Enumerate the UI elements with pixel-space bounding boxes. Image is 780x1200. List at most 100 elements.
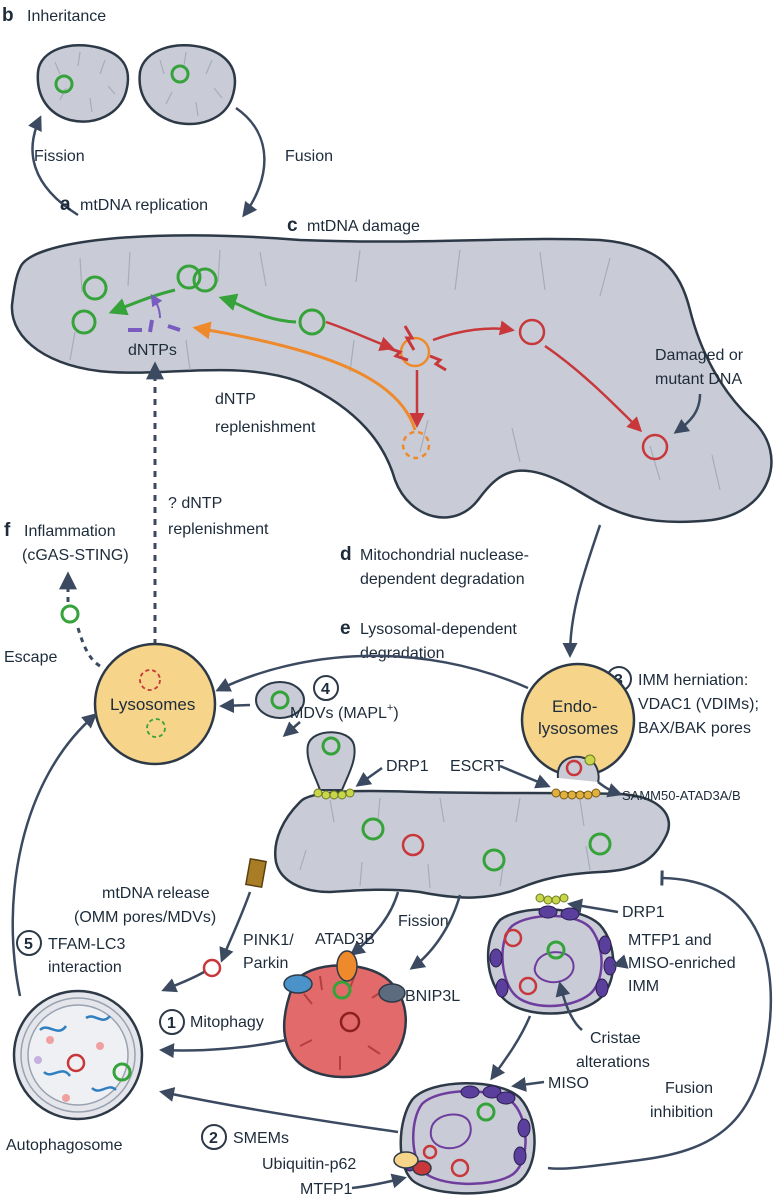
imm-herniation-label-2: VDAC1 (VDIMs); xyxy=(638,696,759,713)
autophagosome-label: Autophagosome xyxy=(6,1137,123,1154)
ubiquitin-marker xyxy=(412,1160,432,1176)
released-to-autophagosome-arrow xyxy=(161,970,205,993)
replication-arrow xyxy=(218,293,297,324)
cristae-pointer xyxy=(555,981,583,1031)
damaged-mtdna-circle xyxy=(518,318,546,346)
mitophagy-arrow xyxy=(159,1038,287,1059)
mtdna-circle-source xyxy=(298,308,326,336)
drp1-pointer-top xyxy=(355,766,383,787)
mutant-propagation-arrow xyxy=(544,344,643,433)
damage-arrow-in xyxy=(325,320,395,351)
autophagosome xyxy=(12,989,144,1121)
escrt-complex xyxy=(551,788,601,800)
pink1-parkin-protein xyxy=(283,974,313,994)
main-mitochondrion-top xyxy=(10,234,773,524)
samm50-pointer xyxy=(597,781,623,798)
mtdna-circle xyxy=(82,275,108,301)
mtdna-circle-replicating xyxy=(192,267,218,293)
to-smems-arrow xyxy=(490,1015,532,1081)
mtfp1-label-2: MISO-enriched xyxy=(628,955,736,972)
p62-marker xyxy=(393,1151,419,1169)
autophagosome-to-lysosome-arrow xyxy=(11,713,98,997)
panel-f-letter: f xyxy=(4,520,11,541)
atad3b-protein xyxy=(336,950,358,982)
cristae-label-1: Cristae xyxy=(590,1030,641,1047)
dntp-replenishment-label-2: replenishment xyxy=(215,419,316,436)
escaped-mtdna-circle xyxy=(60,604,80,624)
to-endolysosome-arrow xyxy=(562,524,602,658)
escrt-pointer xyxy=(499,764,551,789)
mdv-vesicle xyxy=(255,681,305,719)
damaged-dna-pointer xyxy=(673,393,702,434)
replication-arrow xyxy=(108,288,176,316)
smems-arrow xyxy=(159,1087,399,1134)
mtfp1-label-bottom: MTFP1 xyxy=(300,1181,353,1198)
mtdna-circle xyxy=(71,309,97,335)
main-mitochondrion-middle xyxy=(273,789,671,899)
samm50-label: SAMM50-ATAD3A/B xyxy=(622,788,741,803)
drp1-label-top: DRP1 xyxy=(386,758,429,775)
mutant-mtdna-circle xyxy=(641,433,669,461)
step-4-number: 4 xyxy=(321,681,330,698)
endolysosomes-label-1: Endo- xyxy=(552,697,597,716)
step-2-badge xyxy=(201,1124,227,1150)
ubiquitin-label: Ubiquitin-p62 xyxy=(262,1156,356,1173)
bnip3l-protein xyxy=(378,983,406,1003)
damaged-dna-label-1: Damaged or xyxy=(655,347,744,364)
fission-arrow-top xyxy=(28,115,79,217)
nuclease-label-1: Mitochondrial nuclease- xyxy=(360,547,529,564)
mtdna-release-label-2: (OMM pores/MDVs) xyxy=(74,909,216,926)
mtfp1-label-3: IMM xyxy=(628,978,659,995)
budding-mdv xyxy=(306,731,356,791)
inflammation-label-1: Inflammation xyxy=(24,523,116,540)
omm-pore xyxy=(244,857,268,889)
pink1-label-1: PINK1/ xyxy=(243,932,294,949)
miso-pointer xyxy=(511,1076,545,1092)
dntp-use-arrow xyxy=(150,294,163,319)
step-2-number: 2 xyxy=(209,1130,218,1147)
nuclease-label-2: dependent degradation xyxy=(360,571,525,588)
drp1-ring-top xyxy=(313,788,355,800)
dntp-replenishment-label-1: dNTP xyxy=(215,391,256,408)
lysosomes-label: Lysosomes xyxy=(110,695,195,714)
imm-herniation-label-1: IMM herniation: xyxy=(638,672,748,689)
panel-c-letter: c xyxy=(287,215,298,236)
endolysosome xyxy=(520,662,636,783)
mtdna-replication-label: mtDNA replication xyxy=(80,197,208,214)
fission-label-top: Fission xyxy=(34,148,85,165)
miso-label: MISO xyxy=(548,1075,589,1092)
mitophagy-mitochondrion xyxy=(283,964,407,1079)
mdv-to-lysosome-arrow xyxy=(219,698,251,714)
panel-e-letter: e xyxy=(340,618,351,639)
daughter-mitochondrion-right xyxy=(138,44,237,126)
tfam-label-1: TFAM-LC3 xyxy=(48,936,125,953)
fusion-inhibition-label-1: Fusion xyxy=(665,1080,713,1097)
panel-d-letter: d xyxy=(340,544,352,565)
fission-label-mid: Fission xyxy=(398,913,449,930)
miso-mitochondrion xyxy=(486,908,615,1015)
drp1-ring-right xyxy=(535,893,569,905)
daughter-mitochondrion-left xyxy=(36,44,130,123)
step-5-number: 5 xyxy=(24,936,33,953)
mtdna-circle-replicating xyxy=(176,264,202,290)
damaged-dna-label-2: mutant DNA xyxy=(655,371,742,388)
fusion-inhibition-line xyxy=(547,870,773,1170)
dntp-replenishment-arrow xyxy=(192,321,417,431)
mdvs-pointer xyxy=(282,721,301,737)
escape-label: Escape xyxy=(4,649,57,666)
endolysosomes-label-2: lysosomes xyxy=(538,719,618,738)
step-4-badge xyxy=(313,675,339,701)
inflammation-label-2: (cGAS-STING) xyxy=(22,547,129,564)
mitophagy-label: Mitophagy xyxy=(190,1014,264,1031)
fission-arrow-right xyxy=(409,894,462,970)
lysosome xyxy=(93,642,217,766)
fission-arrow-left xyxy=(349,891,400,956)
miso-clusters-right xyxy=(489,905,617,998)
inheritance-label: Inheritance xyxy=(27,8,106,25)
pink1-label-2: Parkin xyxy=(243,955,288,972)
panel-b-letter: b xyxy=(2,5,14,26)
tfam-label-2: interaction xyxy=(48,959,122,976)
escape-path xyxy=(76,627,101,668)
step-1-number: 1 xyxy=(167,1015,176,1032)
